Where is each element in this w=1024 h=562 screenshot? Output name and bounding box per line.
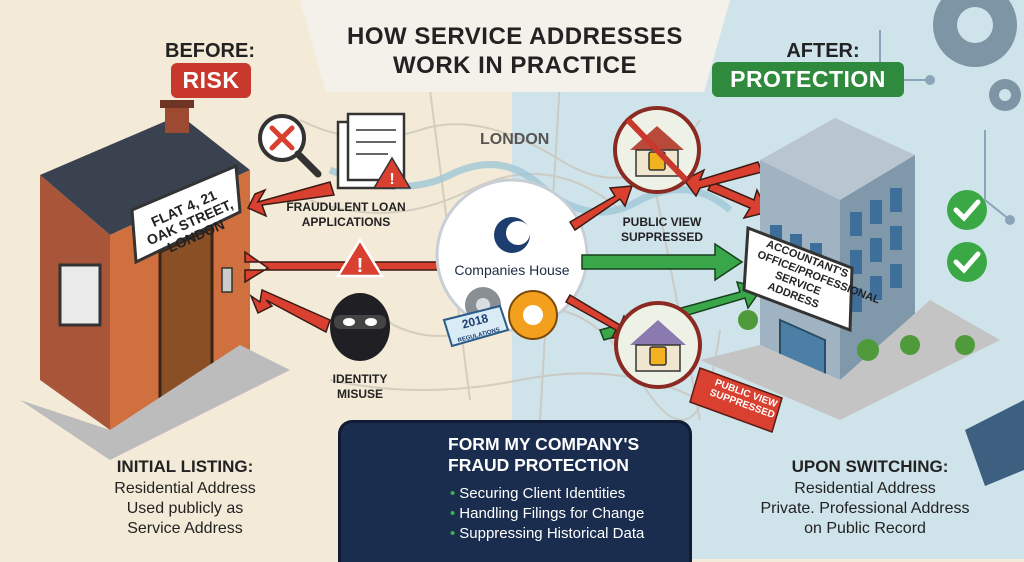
masked-thief-icon bbox=[330, 293, 390, 361]
initial-listing-line: Service Address bbox=[127, 520, 243, 537]
identity-misuse-label: IDENTITY MISUSE bbox=[332, 372, 388, 401]
magnifier-icon bbox=[258, 114, 322, 178]
fraud-protection-item-text: Suppressing Historical Data bbox=[459, 525, 645, 542]
fraud-protection-item-text: Securing Client Identities bbox=[459, 485, 626, 502]
protection-badge: PROTECTION bbox=[712, 62, 904, 97]
bullet-icon: • bbox=[450, 485, 456, 502]
after-heading: AFTER: bbox=[786, 40, 860, 62]
page-title: HOW SERVICE ADDRESSES WORK IN PRACTICE bbox=[347, 23, 683, 79]
fraud-loan-label: FRAUDULENT LOAN APPLICATIONS bbox=[286, 200, 406, 229]
upon-switching-line: Residential Address bbox=[794, 480, 936, 497]
tablet-device bbox=[965, 400, 1024, 486]
upon-switching-text: Residential Address Private. Professiona… bbox=[730, 479, 1000, 539]
public-view-suppressed-label: PUBLIC VIEW SUPPRESSED bbox=[620, 215, 704, 244]
documents-icon: ! bbox=[336, 112, 412, 190]
fraud-protection-item: •Suppressing Historical Data bbox=[450, 525, 644, 542]
fraud-protection-title: FORM MY COMPANY'S FRAUD PROTECTION bbox=[448, 434, 640, 475]
warning-icon: ! bbox=[335, 237, 385, 278]
bullet-icon: • bbox=[450, 525, 456, 542]
suppressed-house-bottom bbox=[614, 301, 702, 389]
svg-text:!: ! bbox=[389, 171, 394, 188]
initial-listing-line: Used publicly as bbox=[126, 500, 244, 517]
svg-text:!: ! bbox=[357, 255, 364, 277]
upon-switching-line: Private. Professional Address bbox=[760, 500, 970, 517]
address-sign bbox=[130, 163, 242, 265]
redirect-arrows bbox=[564, 161, 770, 339]
upon-switching-line: on Public Record bbox=[804, 520, 926, 537]
before-heading: BEFORE: bbox=[165, 40, 255, 62]
title-banner bbox=[300, 0, 730, 92]
upon-switching-title: UPON SWITCHING: bbox=[791, 457, 949, 476]
companies-house-name: Companies House bbox=[454, 262, 570, 278]
risk-badge: RISK bbox=[171, 63, 251, 98]
office-sign bbox=[742, 225, 854, 333]
initial-listing-line: Residential Address bbox=[114, 480, 256, 497]
map-label: LONDON bbox=[480, 131, 550, 148]
initial-listing-title: INITIAL LISTING: bbox=[116, 457, 254, 476]
suppressed-ribbon bbox=[689, 367, 783, 433]
check-icon bbox=[947, 190, 987, 282]
fraud-protection-item: •Handling Filings for Change bbox=[450, 505, 644, 522]
bullet-icon: • bbox=[450, 505, 456, 522]
fraud-protection-item-text: Handling Filings for Change bbox=[459, 505, 645, 522]
suppressed-house-top bbox=[613, 106, 701, 194]
regulations-tag bbox=[442, 304, 510, 348]
fraud-protection-panel bbox=[338, 420, 692, 562]
initial-listing-text: Residential Address Used publicly as Ser… bbox=[70, 479, 300, 539]
residential-house bbox=[20, 100, 290, 460]
gear-icon bbox=[933, 0, 1021, 111]
trees bbox=[738, 310, 975, 361]
fraud-protection-item: •Securing Client Identities bbox=[450, 485, 625, 502]
